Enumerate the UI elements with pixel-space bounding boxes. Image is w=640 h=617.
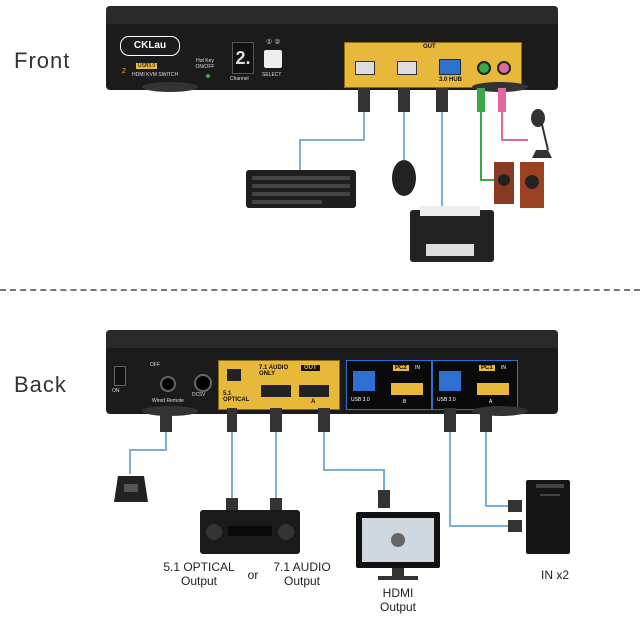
pc1-port-a-label: A [489,399,493,405]
pc1-usb-label: USB 3.0 [437,397,456,403]
audio-only-label: 7.1 AUDIO ONLY [259,365,289,377]
model-number: 2 [122,68,126,75]
mouse-icon [392,160,416,196]
front-section-label: Front [14,48,71,73]
off-label: OFF [150,362,160,368]
pc1-hdmi-port [477,383,509,395]
mic-plug [498,88,506,112]
back-output-panel: 5.1 OPTICAL 7.1 AUDIO ONLY OUT A [218,360,340,410]
pc-usb-cable [449,430,514,527]
back-connections [114,408,570,580]
pc1-in-label: IN [501,365,506,371]
mouse-plug [398,88,410,112]
power-switch[interactable] [114,366,126,386]
hdmi-out-port [299,385,329,397]
optical-port [227,369,241,381]
printer-plug [436,88,448,112]
usb-keyboard-port [355,61,375,75]
or-caption: or [247,568,259,582]
front-foot-left [142,82,198,92]
audio-out-jack [477,61,491,75]
front-foot-right [472,82,528,92]
usb3-hub-port [439,59,461,75]
optical-output-caption: 5.1 OPTICAL Output [163,560,235,588]
brand-logo: CKLau [120,36,180,56]
pc1-input-panel: USB 3.0 PC1 IN A [432,360,518,410]
usb-hub-label: 3.0 HUB [439,77,463,83]
on-label: ON [112,388,120,394]
hotkey-label: Hot Key ON/OFF [195,58,215,70]
monitor-apple-logo [391,533,405,547]
channel-label: Channel [230,76,249,82]
back-section-label: Back [14,372,67,397]
pc2-usb-port [353,371,375,391]
hdmi-out-cable [323,430,385,506]
pc-hdmi-cable [485,430,514,507]
pc2-in-label: IN [415,365,420,371]
back-foot-right [472,406,528,416]
remote-cable [129,430,167,474]
select-button[interactable] [264,50,282,68]
keyboard-plug [358,88,370,112]
hdmi-output-caption: HDMI Output [379,586,417,614]
hotkey-led [206,74,210,78]
keyboard-cable [299,110,365,170]
section-divider [0,289,640,291]
select-numbers: ① ② [266,39,281,46]
pc1-label: PC1 [479,365,495,371]
model-label: HDMI KVM SWITCH [132,72,179,78]
channel-display: 2. [232,42,254,74]
dc-label: DC5V [192,392,206,398]
speaker-cable [480,110,494,181]
pc2-port-b-label: B [403,399,407,405]
optical-label: 5.1 OPTICAL [223,391,250,403]
pc2-hdmi-port [391,383,423,395]
usb3-badge: USB3.0 [136,63,158,69]
back-out-label: OUT [301,365,320,371]
front-connections [246,88,552,262]
kvm-back-panel: OFF ON Wired Remote DC5V 5.1 OPTICAL 7.1… [106,330,558,416]
front-output-panel: OUT 3.0 HUB [344,42,522,88]
dc-power-jack [194,374,212,392]
wired-remote-jack [160,376,176,392]
wired-remote-label: Wired Remote [152,398,184,404]
pc2-usb-label: USB 3.0 [351,397,370,403]
audio-output-caption: 7.1 AUDIO Output [273,560,331,588]
pc2-input-panel: USB 3.0 PC2 IN B [346,360,432,410]
speaker-plug [477,88,485,112]
hdmi-out-a-label: A [311,399,316,405]
select-label: SELECT [262,72,282,78]
pc2-label: PC2 [393,365,409,371]
pc1-usb-port [439,371,461,391]
kvm-front-panel: CKLau 2 HDMI KVM SWITCH USB3.0 Hot Key O… [106,6,558,92]
hdmi-audio-port [261,385,291,397]
mic-cable [501,110,528,141]
front-out-label: OUT [423,44,436,50]
pc-tower-icon [526,480,570,554]
mic-in-jack [497,61,511,75]
usb-mouse-port [397,61,417,75]
in-x2-caption: IN x2 [540,568,569,582]
